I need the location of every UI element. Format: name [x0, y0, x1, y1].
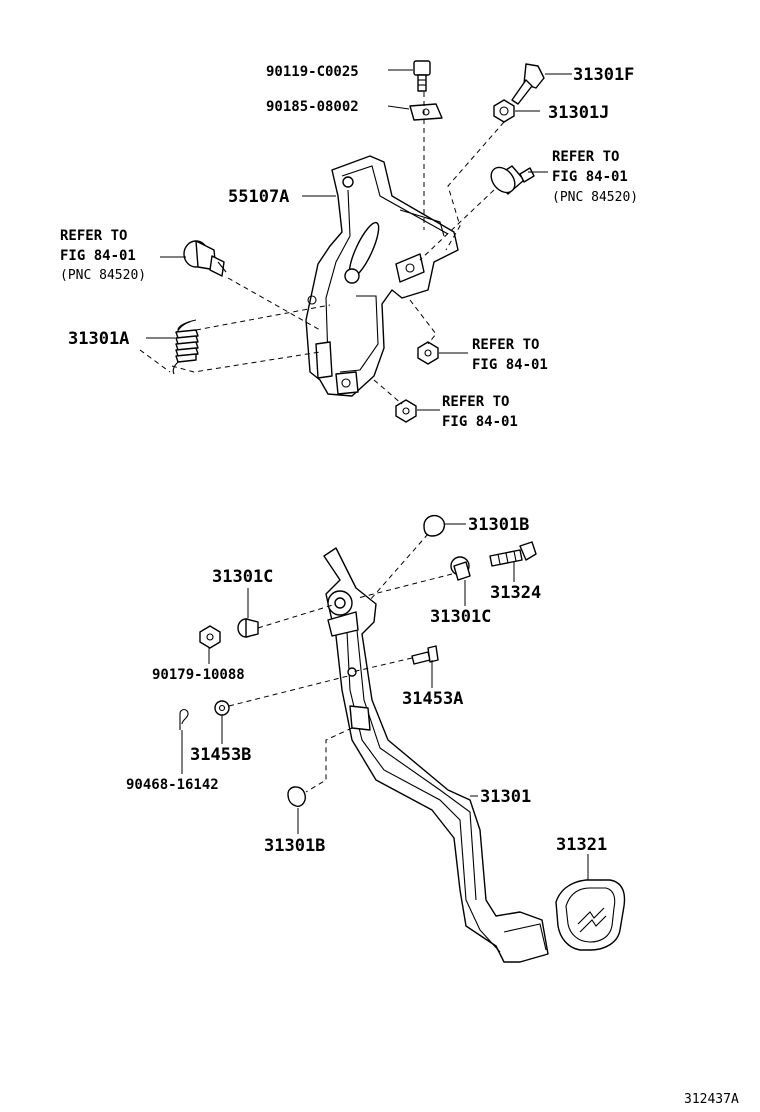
label-90185-08002: 90185-08002 — [266, 99, 359, 115]
label-90468-16142: 90468-16142 — [126, 777, 219, 793]
bushing-31301c-left — [237, 618, 259, 638]
label-31301a: 31301A — [68, 329, 129, 349]
clip-90468-16142 — [179, 708, 189, 730]
label-refer-left-3: (PNC 84520) — [60, 268, 146, 283]
label-31301: 31301 — [480, 787, 531, 807]
switch-right-84520 — [490, 165, 535, 195]
label-refer-left-1: REFER TO — [60, 228, 127, 244]
label-31301f: 31301F — [573, 65, 634, 85]
leader-90185 — [387, 105, 410, 110]
label-31301j: 31301J — [548, 103, 609, 123]
pedal-pad-31321 — [555, 879, 626, 951]
label-31301b-top: 31301B — [468, 515, 529, 535]
clip-90185-08002 — [409, 103, 443, 121]
cushion-31301b-bottom — [287, 786, 306, 807]
pedal-arm-31301 — [323, 547, 549, 963]
label-refer-right-2: FIG 84-01 — [552, 169, 628, 185]
bolt-31324 — [489, 541, 537, 567]
label-refer-right-3: (PNC 84520) — [552, 190, 638, 205]
figure-id: 312437A — [684, 1092, 739, 1107]
label-refer-low-1: REFER TO — [442, 394, 509, 410]
nut-31301j — [493, 99, 515, 123]
label-31453b: 31453B — [190, 745, 251, 765]
label-55107a: 55107A — [228, 187, 289, 207]
switch-left-84520 — [183, 240, 227, 277]
label-refer-left-2: FIG 84-01 — [60, 248, 136, 264]
nut-mid — [417, 341, 439, 365]
label-refer-mid-1: REFER TO — [472, 337, 539, 353]
nut-90179-10088 — [199, 625, 221, 649]
bushing-31453b — [214, 700, 230, 716]
spring-31301a — [172, 319, 199, 375]
label-90119-c0025: 90119-C0025 — [266, 64, 359, 80]
bolt-31301f — [511, 63, 545, 105]
label-31301c-left: 31301C — [212, 567, 273, 587]
nut-low — [395, 399, 417, 423]
bolt-31453a — [411, 645, 439, 665]
upper-assembly-lines — [139, 92, 505, 405]
label-refer-low-2: FIG 84-01 — [442, 414, 518, 430]
bracket-55107a — [305, 155, 459, 397]
label-31301c-right: 31301C — [430, 607, 491, 627]
bolt-90119-c0025 — [413, 60, 431, 92]
label-31321: 31321 — [556, 835, 607, 855]
cushion-31301b-top — [423, 515, 446, 537]
label-31301b-bottom: 31301B — [264, 836, 325, 856]
bushing-31301c-right — [450, 556, 471, 581]
label-31453a: 31453A — [402, 689, 463, 709]
label-refer-right-1: REFER TO — [552, 149, 619, 165]
label-90179-10088: 90179-10088 — [152, 667, 245, 683]
label-31324: 31324 — [490, 583, 541, 603]
lower-assembly-lines — [228, 533, 453, 793]
label-refer-mid-2: FIG 84-01 — [472, 357, 548, 373]
